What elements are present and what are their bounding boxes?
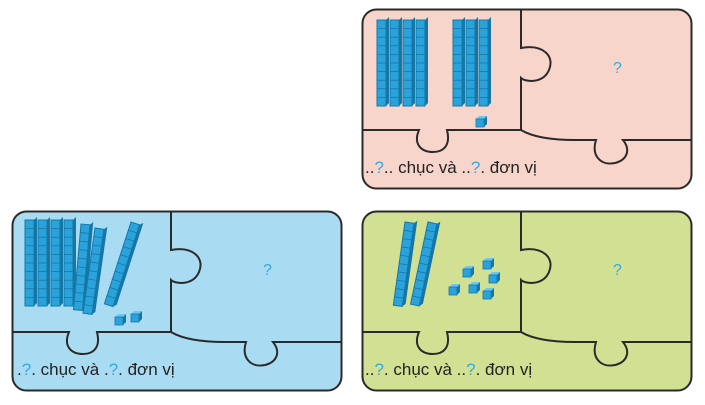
answer-placeholder[interactable]: ? <box>613 262 622 279</box>
ten-rod <box>82 226 108 315</box>
caption-tail: . đơn vị <box>480 158 537 177</box>
ten-rod <box>409 221 441 307</box>
one-cube <box>482 288 494 300</box>
ten-rod <box>389 17 402 107</box>
ten-rod <box>402 17 415 107</box>
one-cube <box>462 266 474 278</box>
caption-tail: . đơn vị <box>118 360 175 379</box>
one-cube <box>488 272 500 284</box>
ten-rod <box>392 220 418 307</box>
ones-cubes <box>114 311 142 326</box>
tens-rods <box>392 220 441 307</box>
ten-rod <box>63 217 76 307</box>
caption-tail: . đơn vị <box>475 360 533 379</box>
caption-lead: . <box>17 360 22 379</box>
answer-placeholder[interactable]: ? <box>613 60 622 77</box>
caption-lead: .. <box>365 360 375 379</box>
one-cube <box>468 282 480 294</box>
caption-lead: .. <box>365 158 375 177</box>
ten-rod <box>103 221 144 308</box>
caption-mid: . chục và .. <box>383 360 467 379</box>
tens-blank[interactable]: ? <box>21 360 32 379</box>
ones-blank[interactable]: ? <box>470 158 481 177</box>
ones-blank[interactable]: ? <box>466 360 476 379</box>
tens-blank[interactable]: ? <box>374 158 384 177</box>
ten-rod <box>24 217 37 307</box>
puzzle-card-pink: ? ..?.. chục và ..?. đơn vị <box>361 8 693 190</box>
puzzle-board <box>361 8 693 190</box>
ten-rod <box>37 217 50 307</box>
one-cube <box>114 314 126 326</box>
tens-rods <box>24 217 144 315</box>
one-cube <box>130 311 142 323</box>
ten-rod <box>50 217 63 307</box>
puzzle-board <box>11 210 343 392</box>
caption-mid: .. chục và .. <box>383 158 471 177</box>
puzzle-card-green: ? ..?. chục và ..?. đơn vị <box>361 210 693 392</box>
ten-rod <box>478 17 491 107</box>
tens-rods <box>376 17 491 107</box>
tens-blank[interactable]: ? <box>374 360 384 379</box>
ones-cubes <box>475 116 487 128</box>
ten-rod <box>376 17 389 107</box>
caption-tens-ones: ..?.. chục và ..?. đơn vị <box>365 158 537 178</box>
puzzle-card-blue: ? .?. chục và .?. đơn vị <box>11 210 343 392</box>
one-cube <box>448 284 460 296</box>
puzzle-board <box>361 210 693 392</box>
caption-mid: . chục và . <box>31 360 109 379</box>
ten-rod <box>452 17 465 107</box>
ones-cubes <box>448 258 500 300</box>
ten-rod <box>415 17 428 107</box>
caption-tens-ones: ..?. chục và ..?. đơn vị <box>365 360 532 380</box>
one-cube <box>475 116 487 128</box>
one-cube <box>482 258 494 270</box>
answer-placeholder[interactable]: ? <box>263 262 272 279</box>
caption-tens-ones: .?. chục và .?. đơn vị <box>17 360 175 380</box>
ten-rod <box>72 222 94 311</box>
ones-blank[interactable]: ? <box>108 360 119 379</box>
ten-rod <box>465 17 478 107</box>
